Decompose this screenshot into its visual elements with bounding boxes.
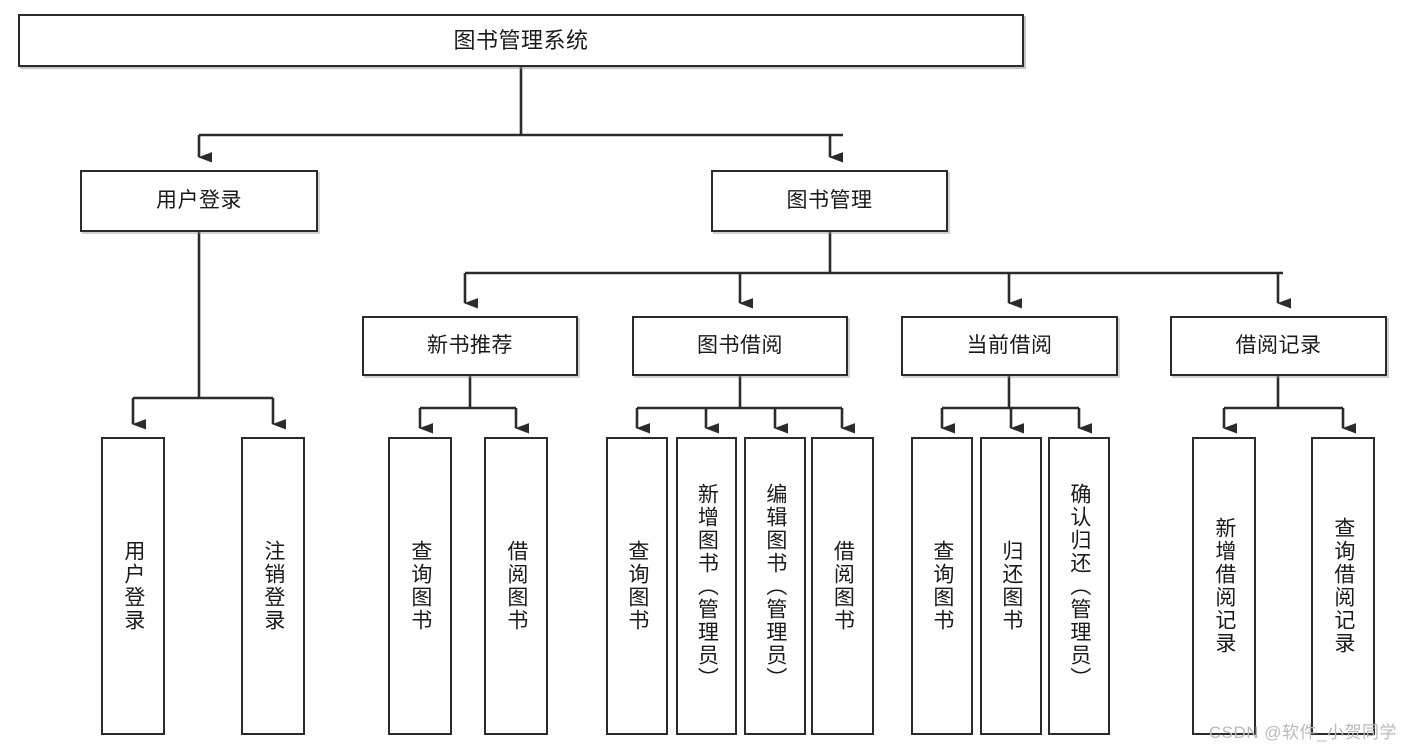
node-leaf-bb-borrow-book[interactable]: 借阅图书 — [811, 437, 874, 735]
node-user-login[interactable]: 用户登录 — [80, 170, 318, 232]
node-leaf-br-add-record-label: 新增借阅记录 — [1212, 517, 1236, 655]
node-leaf-cb-return-book-label: 归还图书 — [999, 540, 1023, 632]
node-new-book-rec[interactable]: 新书推荐 — [362, 316, 578, 376]
node-leaf-bb-borrow-book-label: 借阅图书 — [831, 540, 855, 632]
node-borrow-record[interactable]: 借阅记录 — [1170, 316, 1387, 376]
node-root-label: 图书管理系统 — [453, 27, 589, 53]
node-leaf-bb-add-book-label: 新增图书（管理员） — [695, 482, 719, 690]
node-leaf-user-logout[interactable]: 注销登录 — [241, 437, 305, 735]
node-leaf-bb-query-book-label: 查询图书 — [625, 540, 649, 632]
node-book-borrow-label: 图书借阅 — [697, 333, 783, 357]
node-leaf-user-login-label: 用户登录 — [121, 540, 145, 632]
node-leaf-user-login[interactable]: 用户登录 — [101, 437, 165, 735]
node-user-login-label: 用户登录 — [156, 188, 242, 212]
node-leaf-cb-confirm-return-label: 确认归还（管理员） — [1067, 482, 1091, 690]
node-leaf-br-query-record-label: 查询借阅记录 — [1331, 517, 1355, 655]
node-leaf-bb-add-book[interactable]: 新增图书（管理员） — [676, 437, 737, 735]
node-leaf-rec-borrow-book-label: 借阅图书 — [504, 540, 528, 632]
node-leaf-cb-query-book-label: 查询图书 — [930, 540, 954, 632]
node-current-borrow-label: 当前借阅 — [966, 333, 1053, 357]
node-leaf-bb-edit-book[interactable]: 编辑图书（管理员） — [744, 437, 806, 735]
node-leaf-rec-borrow-book[interactable]: 借阅图书 — [484, 437, 548, 735]
node-new-book-rec-label: 新书推荐 — [427, 333, 513, 357]
node-leaf-br-add-record[interactable]: 新增借阅记录 — [1192, 437, 1256, 735]
node-root[interactable]: 图书管理系统 — [18, 14, 1024, 67]
node-current-borrow[interactable]: 当前借阅 — [901, 316, 1118, 376]
node-book-manage[interactable]: 图书管理 — [711, 170, 948, 232]
csdn-watermark: CSDN @软件_小贺同学 — [1208, 723, 1397, 742]
node-leaf-user-logout-label: 注销登录 — [261, 540, 285, 632]
node-book-manage-label: 图书管理 — [786, 188, 873, 212]
node-leaf-cb-return-book[interactable]: 归还图书 — [980, 437, 1042, 735]
node-leaf-br-query-record[interactable]: 查询借阅记录 — [1311, 437, 1375, 735]
node-leaf-cb-confirm-return[interactable]: 确认归还（管理员） — [1048, 437, 1110, 735]
node-leaf-bb-edit-book-label: 编辑图书（管理员） — [763, 482, 787, 690]
node-leaf-bb-query-book[interactable]: 查询图书 — [606, 437, 668, 735]
node-borrow-record-label: 借阅记录 — [1235, 333, 1322, 357]
node-leaf-rec-query-book-label: 查询图书 — [408, 540, 432, 632]
node-book-borrow[interactable]: 图书借阅 — [632, 316, 848, 376]
node-leaf-cb-query-book[interactable]: 查询图书 — [911, 437, 973, 735]
node-leaf-rec-query-book[interactable]: 查询图书 — [388, 437, 452, 735]
